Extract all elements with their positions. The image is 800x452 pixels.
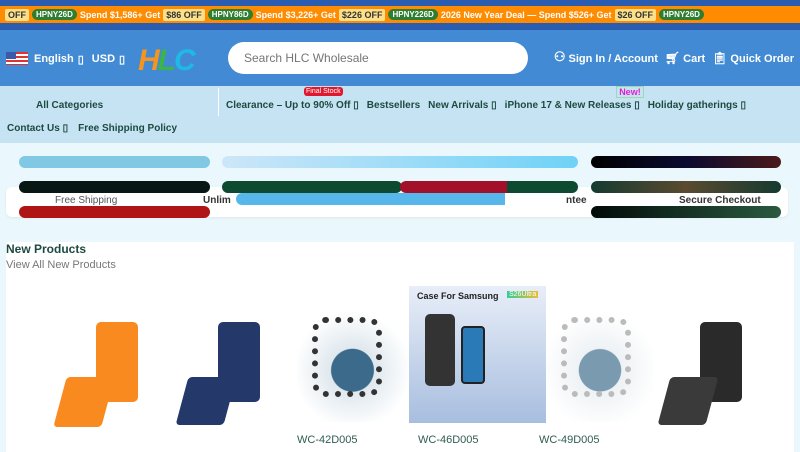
logo[interactable]: HLC: [138, 44, 196, 77]
nav-main-row: Clearance – Up to 90% Off ▯ Final Stock …: [226, 86, 746, 111]
chevron-down-icon: ▯: [77, 54, 84, 66]
nav-holiday-label: Holiday gatherings: [647, 100, 738, 111]
chevron-down-icon: ▯: [119, 54, 126, 66]
banner-badge: S26Ultra: [507, 291, 539, 298]
discount-badge: $26 OFF: [614, 8, 657, 21]
nav-second-row: Contact Us ▯ Free Shipping Policy: [7, 123, 177, 134]
quick-order-label: Quick Order: [730, 53, 794, 65]
search-input[interactable]: [228, 42, 528, 74]
banner-text: Case For Samsung: [417, 291, 499, 301]
chevron-down-icon: ▯: [491, 100, 497, 111]
clipboard-icon: 📋︎: [712, 51, 728, 65]
chevron-down-icon: ▯: [62, 123, 69, 134]
us-flag-icon: [6, 52, 28, 65]
banner-5[interactable]: [222, 181, 402, 193]
nav-bestsellers[interactable]: Bestsellers: [366, 100, 421, 111]
cart-icon: 🛒︎: [664, 51, 681, 65]
nav-clearance-label: Clearance – Up to 90% Off: [226, 100, 351, 111]
promo-text: 2026 New Year Deal — Spend $526+ Get: [440, 9, 612, 20]
feature-secure-checkout: Secure Checkout: [679, 195, 761, 206]
nav-new-arrivals[interactable]: New Arrivals ▯: [428, 100, 497, 111]
header-actions: ⚇Sign In / Account 🛒︎Cart 📋︎Quick Order: [554, 49, 794, 65]
product-navy-case[interactable]: [175, 322, 285, 434]
nav-iphone17-label: iPhone 17 & New Releases: [504, 100, 632, 111]
cart-link[interactable]: 🛒︎Cart: [665, 51, 705, 65]
currency-label: USD: [91, 53, 116, 65]
banner-4[interactable]: [19, 181, 210, 193]
banner-3[interactable]: [591, 156, 781, 168]
discount-badge: $226 OFF: [338, 8, 386, 21]
nav-clearance[interactable]: Clearance – Up to 90% Off ▯ Final Stock: [226, 87, 359, 111]
view-all-link[interactable]: View All New Products: [6, 259, 116, 271]
product-samsung-case-banner[interactable]: Case For Samsung S26Ultra: [409, 286, 546, 423]
feature-free-shipping: Free Shipping: [55, 195, 118, 206]
sign-in-label: Sign In / Account: [568, 53, 658, 65]
all-categories[interactable]: All Categories: [36, 100, 104, 111]
promo-text: Spend $3,226+ Get: [255, 9, 336, 20]
banner-6[interactable]: [400, 181, 578, 193]
nav-free-shipping[interactable]: Free Shipping Policy: [78, 123, 177, 134]
chevron-down-icon: ▯: [740, 100, 747, 111]
sign-in-link[interactable]: ⚇Sign In / Account: [554, 49, 658, 65]
discount-badge: $86 OFF: [163, 8, 205, 21]
nav-contact[interactable]: Contact Us ▯: [7, 123, 68, 134]
section-title: New Products: [6, 242, 87, 256]
banner-7[interactable]: [591, 181, 781, 193]
product-orange-case[interactable]: [53, 322, 165, 434]
new-badge: New!: [616, 86, 644, 98]
product-sku[interactable]: WC-46D005: [418, 434, 479, 446]
locale-controls: English▯ USD▯: [34, 53, 125, 66]
promo-code: HPNY26D: [659, 9, 704, 20]
cart-label: Cart: [683, 53, 706, 65]
discount-badge: OFF: [5, 8, 29, 21]
promo-code: HPNY226D: [388, 9, 438, 20]
nav-contact-label: Contact Us: [7, 123, 60, 134]
language-label: English: [34, 53, 74, 65]
nav-iphone17[interactable]: iPhone 17 & New Releases ▯ New!: [504, 86, 644, 111]
chevron-down-icon: ▯: [353, 100, 359, 111]
product-sku[interactable]: WC-49D005: [539, 434, 600, 446]
final-stock-badge: Final Stock: [304, 87, 343, 96]
nav-bar: [0, 86, 800, 143]
banner-8[interactable]: [236, 193, 505, 205]
product-sku[interactable]: WC-42D005: [297, 434, 358, 446]
promo-code: HPNY26D: [32, 9, 77, 20]
product-watch-case-silver[interactable]: [546, 307, 654, 422]
feature-guarantee: ntee: [566, 195, 587, 206]
banner-9[interactable]: [19, 206, 210, 218]
banner-10[interactable]: [591, 206, 781, 218]
promo-code: HPNY86D: [207, 9, 253, 20]
divider: [218, 88, 219, 116]
nav-new-arrivals-label: New Arrivals: [428, 100, 489, 111]
banner-1[interactable]: [19, 156, 210, 168]
quick-order-link[interactable]: 📋︎Quick Order: [712, 51, 794, 65]
feature-unlimited: Unlim: [202, 195, 232, 206]
currency-select[interactable]: USD▯: [92, 53, 125, 66]
product-watch-case-black[interactable]: [297, 307, 408, 422]
product-black-case[interactable]: [657, 322, 772, 434]
language-select[interactable]: English▯: [34, 53, 84, 66]
promo-text: Spend $1,586+ Get: [79, 9, 161, 20]
user-icon: ⚇: [553, 49, 566, 64]
nav-holiday[interactable]: Holiday gatherings ▯: [648, 100, 746, 111]
chevron-down-icon: ▯: [634, 100, 640, 111]
banner-2[interactable]: [222, 156, 578, 168]
